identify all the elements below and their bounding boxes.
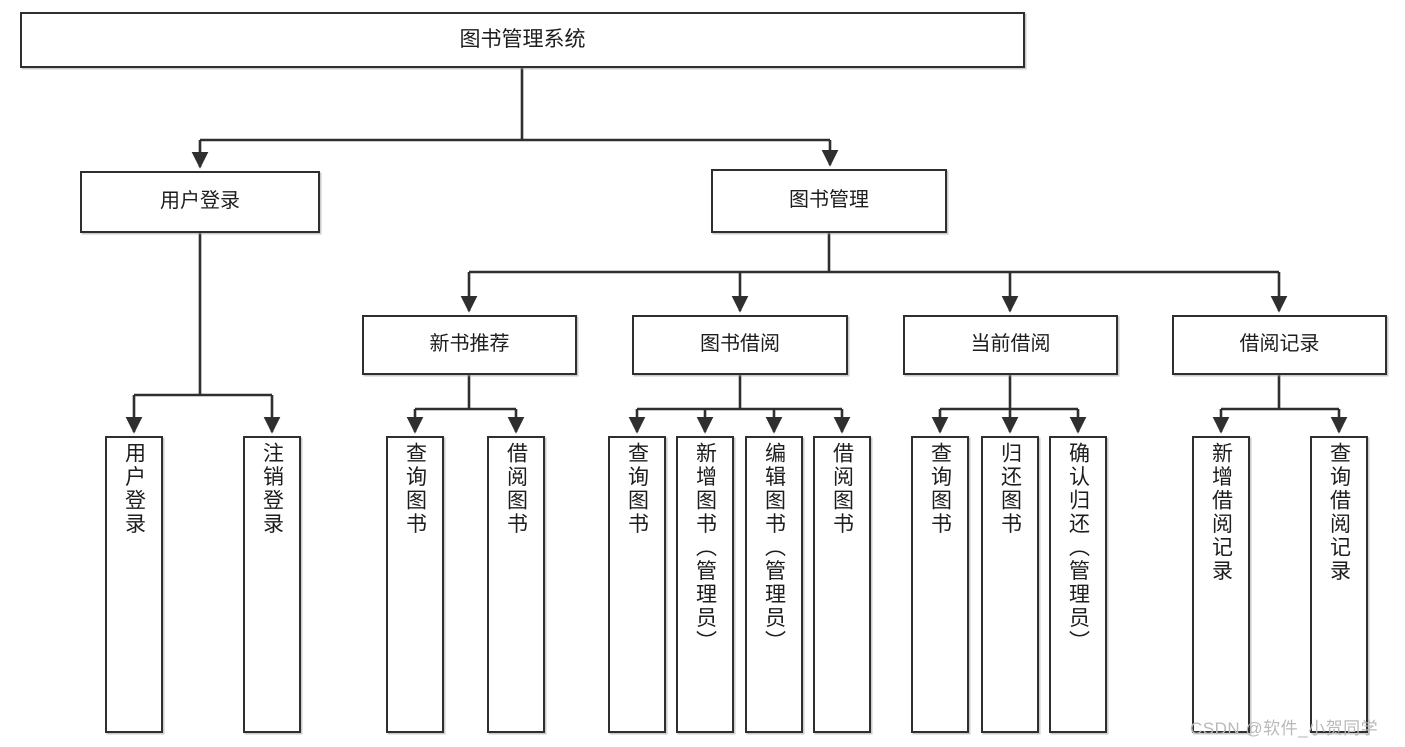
node-book-management-label: 图书管理 [789, 189, 869, 212]
node-book-management[interactable]: 图书管理 [711, 169, 947, 233]
node-current-borrow-label: 当前借阅 [970, 333, 1051, 356]
node-borrow-records-label: 借阅记录 [1239, 333, 1320, 356]
leaf-node[interactable]: 借阅图书 [813, 436, 871, 733]
leaf-node-label: 查询图书 [928, 442, 952, 536]
node-new-book-recommend-label: 新书推荐 [429, 333, 510, 356]
leaf-node-label: 借阅图书 [504, 442, 528, 536]
leaf-node[interactable]: 编辑图书（管理员） [745, 436, 803, 733]
leaf-node-label: 编辑图书（管理员） [762, 442, 786, 654]
node-root[interactable]: 图书管理系统 [20, 12, 1025, 68]
csdn-watermark: CSDN @软件_小贺同学 [1190, 719, 1379, 738]
leaf-node-label: 借阅图书 [830, 442, 854, 536]
leaf-node[interactable]: 查询借阅记录 [1310, 436, 1368, 733]
leaf-node[interactable]: 新增借阅记录 [1192, 436, 1250, 733]
node-current-borrow[interactable]: 当前借阅 [903, 315, 1118, 375]
leaf-node[interactable]: 查询图书 [386, 436, 444, 733]
leaf-node-label: 确认归还（管理员） [1066, 442, 1090, 654]
leaf-node[interactable]: 查询图书 [911, 436, 969, 733]
node-book-borrow[interactable]: 图书借阅 [632, 315, 848, 375]
node-book-borrow-label: 图书借阅 [700, 333, 780, 356]
node-user-login-label: 用户登录 [160, 190, 240, 213]
leaf-node-label: 查询图书 [403, 442, 427, 536]
leaf-node[interactable]: 新增图书（管理员） [676, 436, 734, 733]
leaf-node-label: 新增借阅记录 [1209, 442, 1233, 583]
leaf-node-label: 归还图书 [998, 442, 1022, 536]
leaf-node-label: 注销登录 [260, 442, 284, 536]
leaf-node[interactable]: 注销登录 [243, 436, 301, 733]
node-root-label: 图书管理系统 [459, 27, 586, 51]
node-borrow-records[interactable]: 借阅记录 [1172, 315, 1387, 375]
leaf-node-label: 查询借阅记录 [1327, 442, 1351, 583]
leaf-node[interactable]: 查询图书 [608, 436, 666, 733]
leaf-node-label: 新增图书（管理员） [693, 442, 717, 654]
leaf-node[interactable]: 借阅图书 [487, 436, 545, 733]
leaf-node[interactable]: 用户登录 [105, 436, 163, 733]
node-new-book-recommend[interactable]: 新书推荐 [362, 315, 577, 375]
leaf-node-label: 查询图书 [625, 442, 649, 536]
leaf-node-label: 用户登录 [122, 442, 146, 536]
leaf-node[interactable]: 归还图书 [981, 436, 1039, 733]
node-user-login[interactable]: 用户登录 [80, 171, 320, 233]
leaf-node[interactable]: 确认归还（管理员） [1049, 436, 1107, 733]
